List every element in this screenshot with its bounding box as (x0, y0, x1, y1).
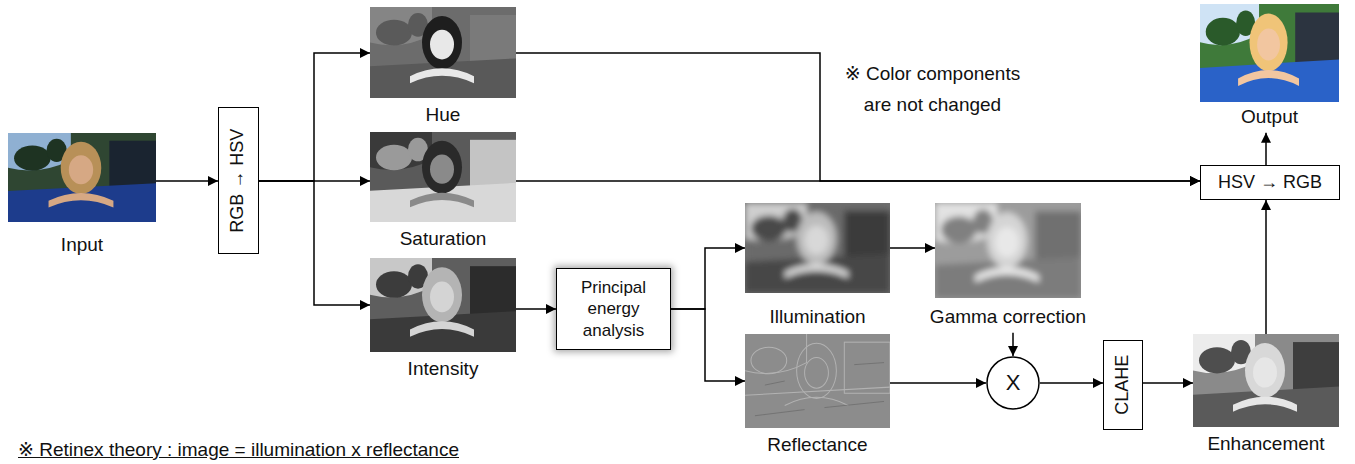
image-caption: Input (61, 234, 103, 257)
image-caption: Output (1241, 106, 1298, 129)
flow-arrow (890, 247, 935, 249)
image-panel: Output (1200, 4, 1339, 102)
note-text: ※ Color components are not changed (830, 58, 1035, 120)
flow-arrow (671, 248, 745, 309)
process-box: RGB → HSV (218, 107, 259, 254)
process-box: Principal energy analysis (556, 268, 671, 350)
circle-shape (987, 357, 1039, 409)
node-label: RGB → HSV (228, 128, 250, 232)
process-box: CLAHE (1103, 340, 1143, 430)
reflectance-map (745, 334, 890, 428)
flow-arrow (516, 180, 1200, 182)
flow-arrow (671, 309, 745, 381)
flow-arrow (1265, 133, 1267, 165)
flow-arrow (516, 308, 556, 310)
node-label: CLAHE (1112, 355, 1134, 415)
image-panel: Input (8, 133, 156, 222)
flow-arrow (1265, 200, 1267, 334)
illumination-map (745, 203, 890, 293)
image-caption: Saturation (400, 228, 487, 251)
intensity-map (370, 258, 516, 352)
flow-arrow (1012, 333, 1014, 356)
hue-map (370, 7, 516, 98)
node-label: HSV → RGB (1218, 172, 1322, 194)
image-caption: Intensity (408, 358, 479, 381)
flow-arrow (1143, 382, 1193, 384)
image-caption: Gamma correction (930, 306, 1086, 329)
gamma-map (935, 203, 1081, 298)
output-photo (1200, 4, 1339, 102)
image-caption: Enhancement (1207, 433, 1324, 456)
flow-arrow (156, 180, 218, 182)
input-photo (8, 133, 156, 222)
image-panel: Illumination (745, 203, 890, 293)
flow-arrow (1040, 382, 1103, 384)
saturation-map (370, 132, 516, 222)
node-label: Principal energy analysis (557, 277, 670, 341)
flow-arrow (890, 382, 986, 384)
image-panel: Enhancement (1193, 334, 1339, 427)
image-caption: Reflectance (767, 434, 867, 457)
image-caption: Hue (426, 104, 461, 127)
flow-arrow (516, 53, 1200, 181)
flow-arrow (259, 53, 370, 181)
multiply-circle: X (986, 356, 1040, 410)
image-panel: Intensity (370, 258, 516, 352)
flow-arrow (259, 181, 370, 305)
process-box: HSV → RGB (1200, 165, 1340, 200)
image-panel: Gamma correction (935, 203, 1081, 298)
image-panel: Hue (370, 7, 516, 98)
enhanced-map (1193, 334, 1339, 427)
image-panel: Saturation (370, 132, 516, 222)
node-label: X (1006, 370, 1021, 396)
note-text: ※ Retinex theory : image = illumination … (18, 438, 618, 462)
image-caption: Illumination (769, 306, 865, 329)
image-panel: Reflectance (745, 334, 890, 428)
